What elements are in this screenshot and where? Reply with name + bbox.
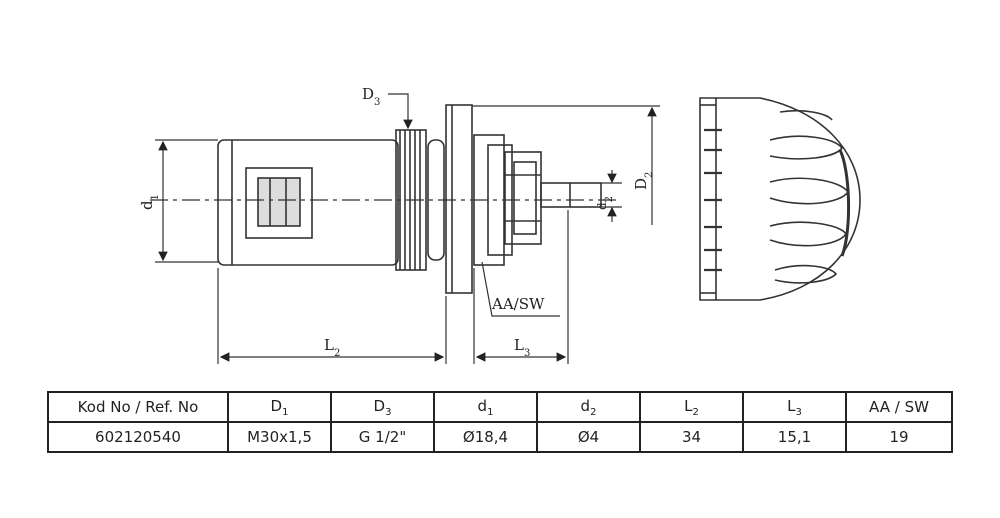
- header-l3: L3: [742, 391, 847, 423]
- dimension-d3: [388, 93, 413, 130]
- label-d2-outer: D2: [632, 172, 655, 190]
- valve-insert-drawing: d1 D3 D2 d2 AA/SW L2: [138, 85, 861, 364]
- label-d2-pin: d2: [595, 196, 615, 210]
- dimension-l3: [473, 210, 569, 364]
- table-header-row: Kod No / Ref. No D1 D3 d1 d2 L2 L3 AA / …: [47, 391, 953, 423]
- label-d1: d1: [138, 194, 161, 210]
- cell-ref-no: 602120540: [47, 421, 229, 453]
- dimension-l2: [217, 268, 447, 364]
- label-l3: L3: [514, 336, 530, 359]
- cell-d1-upper: M30x1,5: [227, 421, 332, 453]
- cell-l2: 34: [639, 421, 744, 453]
- header-aa-sw: AA / SW: [845, 391, 953, 423]
- header-d1-upper: D1: [227, 391, 332, 423]
- insert-body: [217, 104, 602, 294]
- cell-aa-sw: 19: [845, 421, 953, 453]
- header-d1-lower: d1: [433, 391, 538, 423]
- cell-l3: 15,1: [742, 421, 847, 453]
- header-l2: L2: [639, 391, 744, 423]
- label-l2: L2: [324, 336, 340, 359]
- table-row: 602120540 M30x1,5 G 1/2" Ø18,4 Ø4 34 15,…: [47, 421, 953, 453]
- dimension-aa-sw: [481, 261, 560, 317]
- header-ref-no: Kod No / Ref. No: [47, 391, 229, 423]
- dimension-d2-pin: [601, 170, 622, 222]
- cap-side-view: [699, 97, 861, 301]
- dimension-d2-outer: [472, 105, 660, 225]
- header-d2-lower: d2: [536, 391, 641, 423]
- label-d3: D3: [362, 85, 380, 108]
- cell-d3: G 1/2": [330, 421, 435, 453]
- label-aa-sw: AA/SW: [491, 295, 545, 313]
- specification-table: Kod No / Ref. No D1 D3 d1 d2 L2 L3 AA / …: [47, 391, 953, 453]
- dimension-d1: [155, 139, 218, 263]
- header-d3: D3: [330, 391, 435, 423]
- cell-d1-lower: Ø18,4: [433, 421, 538, 453]
- cell-d2-lower: Ø4: [536, 421, 641, 453]
